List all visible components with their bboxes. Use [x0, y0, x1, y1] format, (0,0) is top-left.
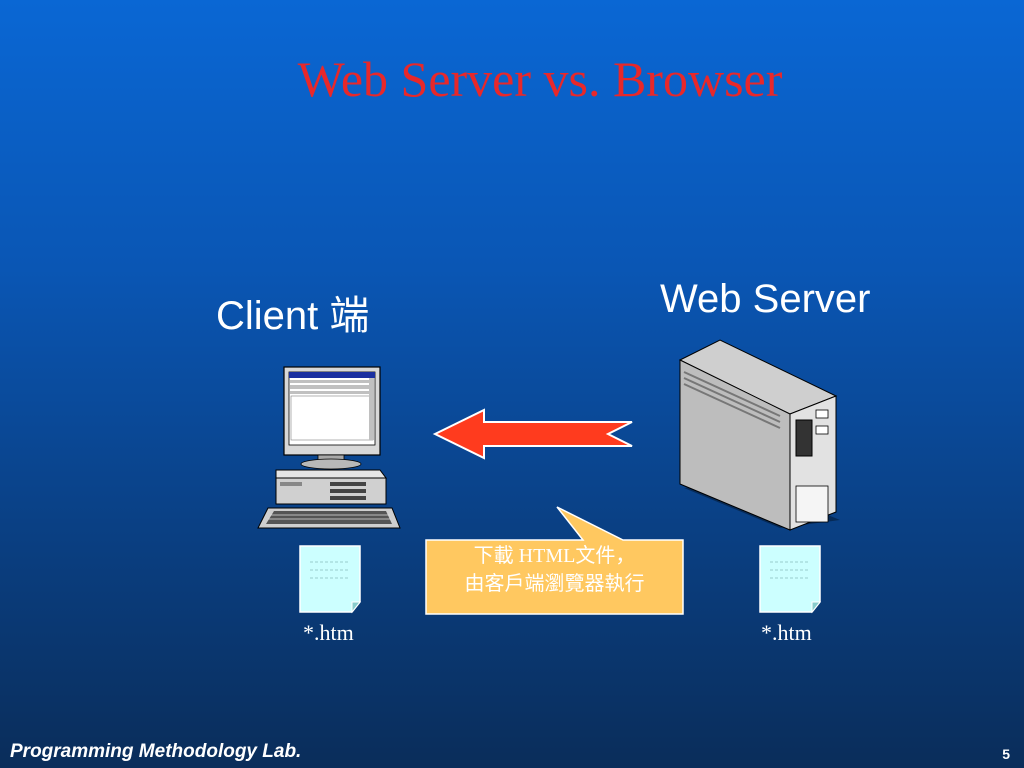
- document-icon: [299, 545, 362, 614]
- client-label: Client 端: [216, 294, 370, 338]
- footer-lab-name: Programming Methodology Lab.: [10, 741, 302, 762]
- document-icon: [759, 545, 822, 614]
- server-tower-icon: [678, 339, 840, 531]
- callout-text: 下載 HTML文件， 由客戶端瀏覽器執行: [426, 542, 683, 598]
- server-file-label: *.htm: [761, 620, 812, 645]
- callout-line-1: 下載 HTML文件，: [473, 545, 636, 567]
- arrow-left-icon: [432, 408, 633, 460]
- page-number: 5: [1002, 746, 1010, 762]
- callout-line-2: 由客戶端瀏覽器執行: [464, 573, 645, 595]
- computer-icon: [257, 366, 401, 529]
- slide-title: Web Server vs. Browser: [297, 51, 783, 107]
- callout-bubble: [425, 506, 684, 615]
- client-file-label: *.htm: [303, 620, 354, 645]
- server-label: Web Server: [660, 277, 871, 321]
